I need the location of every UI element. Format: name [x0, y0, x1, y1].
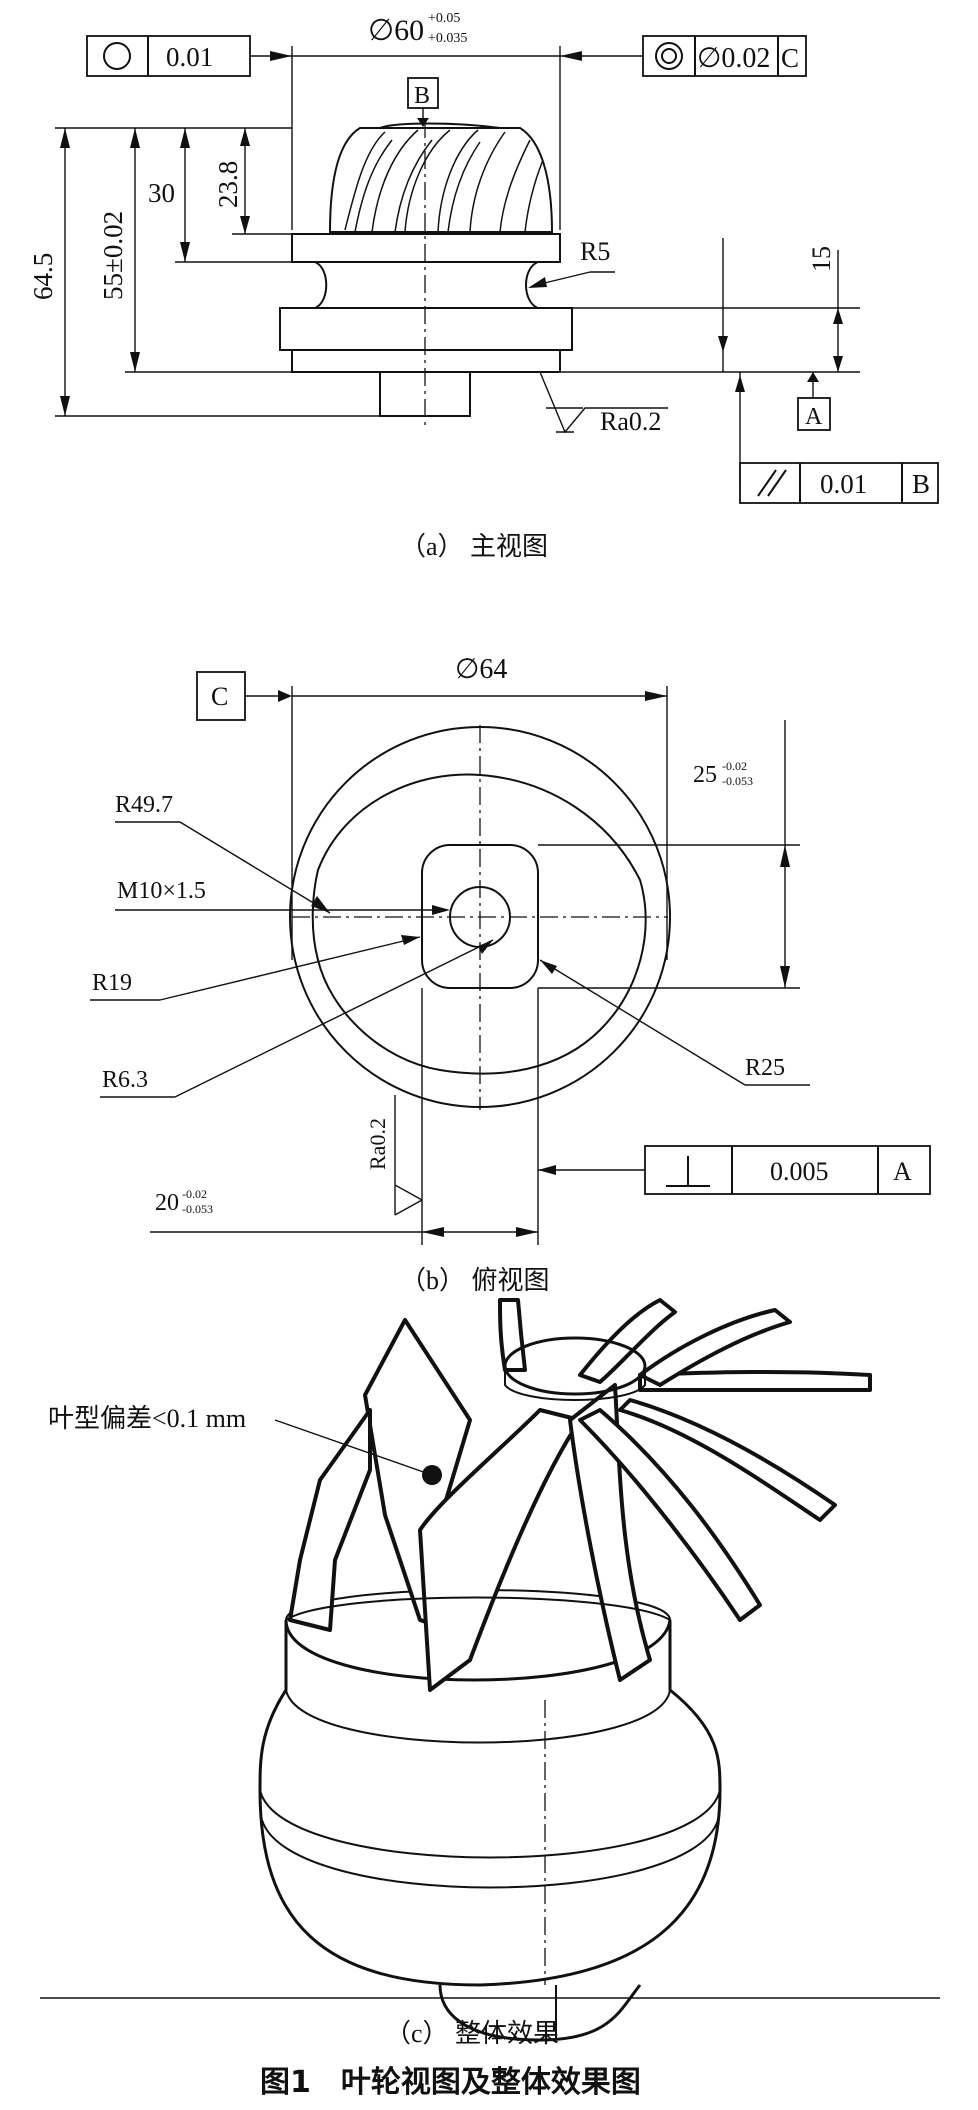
coaxiality-value: ∅0.02	[697, 43, 770, 74]
svg-text:-0.053: -0.053	[182, 1202, 213, 1216]
r25-label: R25	[745, 1055, 785, 1081]
dim-15: 15	[807, 246, 836, 272]
perpendicularity-icon	[666, 1156, 710, 1187]
diameter-60-label: ∅60	[368, 14, 424, 47]
parallelism-tolerance-frame: 0.01 B	[735, 372, 939, 504]
coaxiality-tolerance-frame: ∅0.02 C	[642, 35, 807, 77]
datum-a-marker: A	[797, 372, 831, 431]
profile-deviation-note: 叶型偏差<0.1 mm	[48, 1404, 246, 1433]
parallelism-datum: B	[912, 469, 930, 499]
svg-text:-0.053: -0.053	[722, 774, 753, 788]
top-roughness-symbol: Ra0.2	[365, 1095, 423, 1216]
parallelism-icon	[757, 469, 787, 497]
svg-text:-0.02: -0.02	[182, 1187, 207, 1201]
dim-30: 30	[148, 178, 175, 208]
r49-7-callout: R49.7	[115, 792, 331, 914]
datum-c-marker: C	[196, 671, 292, 721]
dim-55: 55±0.02	[98, 211, 128, 300]
ra-label: Ra0.2	[600, 407, 661, 436]
r5-radius-callout: R5	[528, 237, 615, 288]
top-view: C ∅64 25 -0.02	[90, 654, 931, 1295]
perpendicularity-datum: A	[893, 1157, 912, 1186]
r6-3-callout: R6.3	[100, 939, 494, 1098]
svg-text:C: C	[211, 682, 228, 711]
svg-text:B: B	[414, 83, 430, 109]
svg-text:A: A	[805, 404, 823, 430]
datum-b-marker: B	[407, 77, 439, 127]
diameter-64-dimension: ∅64	[291, 654, 668, 960]
circularity-tolerance-frame: 0.01	[86, 35, 251, 77]
thread-label: M10×1.5	[117, 878, 206, 904]
r6-3-label: R6.3	[102, 1067, 148, 1093]
r19-callout: R19	[90, 935, 421, 1001]
dim-25-group: 25 -0.02 -0.053	[538, 720, 800, 989]
r25-callout: R25	[539, 959, 810, 1086]
isometric-view: 叶型偏差<0.1 mm （c） 整体效果	[40, 1298, 940, 2048]
surface-roughness-symbol: Ra0.2	[539, 371, 668, 436]
diameter-60-dimension: ∅60 +0.05 +0.035	[250, 11, 643, 230]
circularity-icon	[103, 42, 131, 70]
caption-a: （a） 主视图	[400, 532, 548, 561]
front-view: 0.01 ∅0.02 C ∅60 +0.05 +0.035	[28, 11, 939, 561]
diameter-60-lower: +0.035	[428, 31, 467, 46]
coaxiality-datum: C	[781, 43, 799, 73]
dim-15-group: 15	[560, 238, 860, 373]
diameter-60-upper: +0.05	[428, 11, 460, 26]
r49-7-label: R49.7	[115, 792, 173, 818]
perpendicularity-value: 0.005	[770, 1157, 829, 1186]
top-view-part	[289, 725, 671, 1110]
perpendicularity-tolerance-frame: 0.005 A	[538, 1145, 931, 1195]
circularity-value: 0.01	[166, 42, 213, 72]
dim-64-5: 64.5	[28, 253, 58, 300]
height-dimensions: 64.5 55±0.02 30 23.8	[28, 127, 380, 417]
dim-23-8: 23.8	[213, 161, 243, 208]
diameter-64-label: ∅64	[455, 654, 507, 685]
front-view-part	[279, 120, 573, 425]
dim-25: 25	[693, 762, 717, 788]
parallelism-value: 0.01	[820, 469, 867, 499]
figure-title: 图1 叶轮视图及整体效果图	[260, 2065, 641, 2100]
caption-c: （c） 整体效果	[385, 2019, 559, 2048]
caption-b: （b） 俯视图	[400, 1266, 550, 1295]
dim-20-group: 20 -0.02 -0.053	[150, 988, 539, 1245]
top-ra-label: Ra0.2	[365, 1118, 390, 1170]
dim-20: 20	[155, 1190, 179, 1216]
coaxiality-icon	[655, 42, 683, 70]
svg-text:-0.02: -0.02	[722, 759, 747, 773]
r5-label: R5	[580, 237, 610, 266]
thread-callout: M10×1.5	[115, 878, 450, 915]
r19-label: R19	[92, 970, 132, 996]
